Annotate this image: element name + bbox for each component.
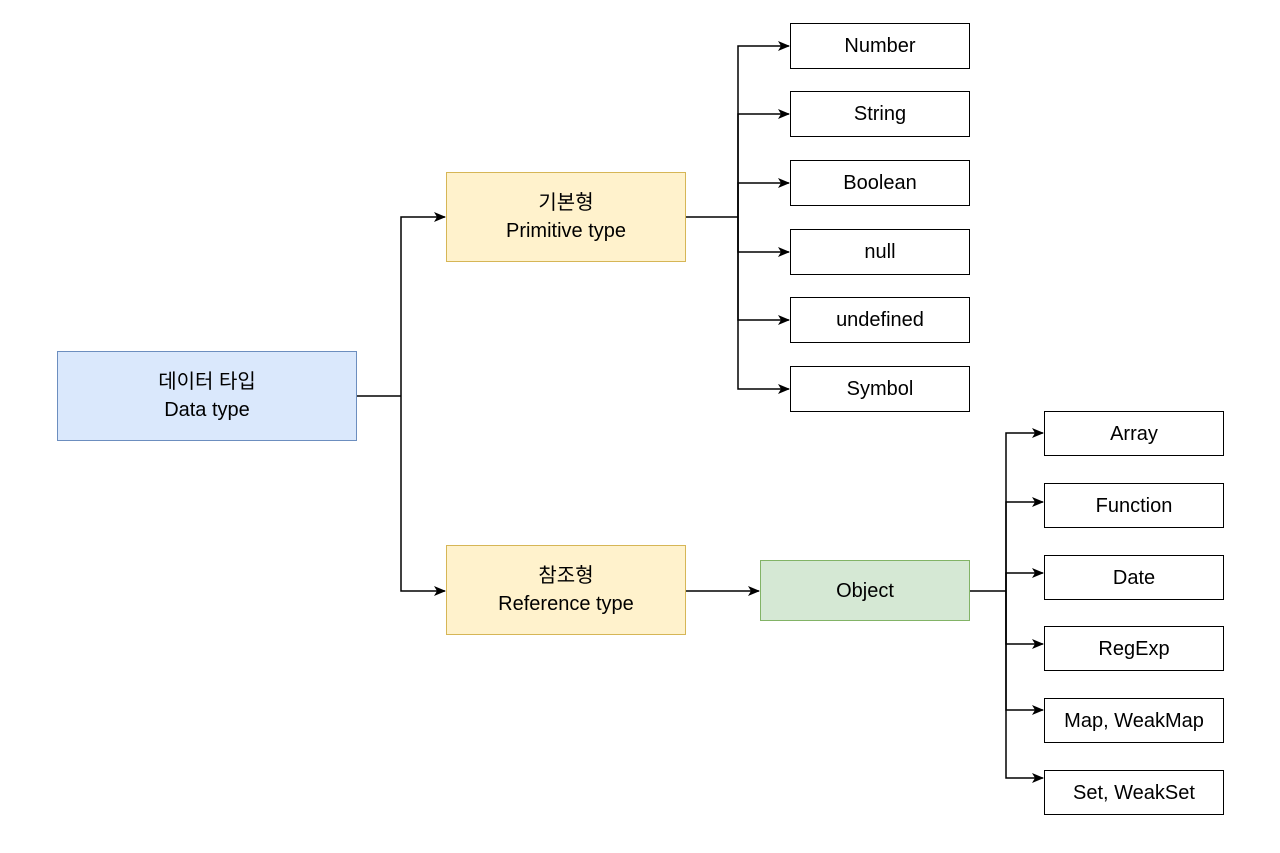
data-type-korean-label: 데이터 타입	[158, 371, 256, 393]
object-date-node: Date	[1044, 555, 1224, 600]
connector-object-to-leaf-5	[1005, 591, 1044, 715]
object-map-weakmap-node: Map, WeakMap	[1044, 698, 1224, 743]
primitive-string-node: String	[790, 91, 970, 137]
reference-type-korean-label: 참조형	[538, 565, 594, 587]
primitive-boolean-node: Boolean	[790, 160, 970, 206]
connector-object-to-leaf-2	[1005, 497, 1044, 591]
leaf-label: null	[864, 241, 896, 263]
connector-primitive-to-leaf-5	[737, 217, 790, 325]
connector-root-to-primitive	[400, 212, 446, 396]
leaf-label: Number	[844, 35, 916, 57]
connector-primitive-to-leaf-4	[737, 217, 790, 257]
leaf-label: RegExp	[1098, 637, 1170, 660]
connector-primitive-to-leaf-6	[737, 217, 790, 394]
connector-object-to-leaf-6	[1005, 591, 1044, 783]
leaf-label: String	[853, 103, 907, 125]
data-type-node: 데이터 타입 Data type	[57, 351, 357, 441]
object-node: Object	[760, 560, 970, 621]
connector-primitive-to-leaf-1	[737, 41, 790, 217]
leaf-label: Boolean	[843, 172, 917, 194]
object-function-node: Function	[1044, 483, 1224, 528]
object-set-weakset-node: Set, WeakSet	[1044, 770, 1224, 815]
leaf-label: Function	[1095, 494, 1173, 517]
leaf-label: Array	[1110, 422, 1158, 445]
connector-root-to-reference	[400, 396, 446, 596]
primitive-number-node: Number	[790, 23, 970, 69]
leaf-label: Set, WeakSet	[1073, 781, 1195, 804]
primitive-type-node: 기본형 Primitive type	[446, 172, 686, 262]
data-type-english-label: Data type	[164, 399, 250, 421]
primitive-null-node: null	[790, 229, 970, 275]
primitive-symbol-node: Symbol	[790, 366, 970, 412]
leaf-label: Date	[1112, 566, 1156, 589]
leaf-label: Map, WeakMap	[1064, 709, 1204, 732]
connector-object-to-leaf-1	[1005, 428, 1044, 591]
primitive-type-english-label: Primitive type	[505, 220, 627, 242]
reference-type-node: 참조형 Reference type	[446, 545, 686, 635]
connector-primitive-to-leaf-2	[737, 109, 790, 217]
object-regexp-node: RegExp	[1044, 626, 1224, 671]
reference-type-english-label: Reference type	[498, 593, 634, 615]
object-array-node: Array	[1044, 411, 1224, 456]
primitive-undefined-node: undefined	[790, 297, 970, 343]
leaf-label: undefined	[836, 309, 924, 331]
object-label: Object	[836, 579, 894, 602]
connector-object-to-leaf-4	[1005, 591, 1044, 649]
primitive-type-korean-label: 기본형	[538, 192, 594, 214]
connector-object-to-leaf-3	[1005, 568, 1044, 591]
connector-primitive-to-leaf-3	[737, 178, 790, 217]
leaf-label: Symbol	[846, 378, 914, 400]
